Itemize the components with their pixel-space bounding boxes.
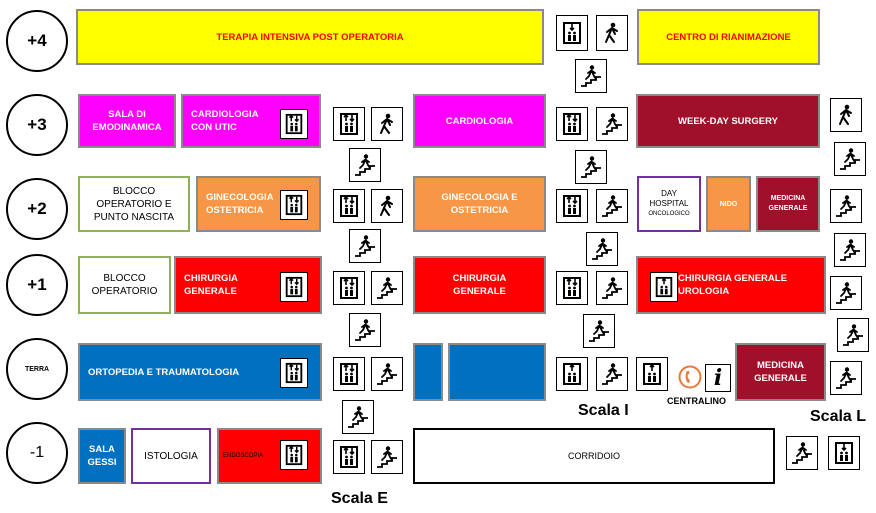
floor-badge-terra: TERRA <box>6 338 68 400</box>
floor-badge-p4: +4 <box>6 10 68 72</box>
elevator-icon <box>333 357 365 391</box>
floor-badge-p2: +2 <box>6 178 68 240</box>
stairs-icon <box>830 276 862 310</box>
label-scala-i: Scala I <box>578 402 629 419</box>
stairs-icon <box>834 233 866 267</box>
stairs-icon <box>349 229 381 263</box>
elevator-icon <box>556 271 588 305</box>
label-centralino: CENTRALINO <box>667 396 726 406</box>
dept-sala-emodinamica: SALA DI EMODINAMICA <box>78 94 176 148</box>
elevator-icon <box>333 189 365 223</box>
pedestrian-icon <box>371 107 403 141</box>
stairs-icon <box>596 271 628 305</box>
elevator-icon <box>333 440 365 474</box>
dept-blue-block-large <box>448 343 546 401</box>
stairs-icon <box>371 357 403 391</box>
info-icon: i <box>705 364 731 392</box>
dept-istologia: ISTOLOGIA <box>131 428 211 484</box>
stairs-icon <box>371 440 403 474</box>
day-hospital-sub: ONCOLOGICO <box>648 211 690 217</box>
stairs-icon <box>837 318 869 352</box>
elevator-icon <box>280 440 308 470</box>
dept-medicina-generale-p2: MEDICINA GENERALE <box>756 176 820 232</box>
floor-badge-p3: +3 <box>6 94 68 156</box>
floor-badge-m1: -1 <box>6 422 68 484</box>
stairs-icon <box>586 232 618 266</box>
dept-ginecologia-ostetricia-mid: GINECOLOGIA E OSTETRICIA <box>413 176 546 232</box>
elevator-icon <box>556 107 588 141</box>
label-scala-l: Scala L <box>810 408 867 425</box>
elevator-icon <box>280 190 308 220</box>
stairs-icon <box>834 142 866 176</box>
dept-terapia-intensiva: TERAPIA INTENSIVA POST OPERATORIA <box>76 9 544 65</box>
elevator-icon <box>828 436 860 470</box>
elevator-icon <box>280 272 308 302</box>
stairs-icon <box>786 436 818 470</box>
stairs-icon <box>349 313 381 347</box>
dept-blocco-punto-nascita: BLOCCO OPERATORIO E PUNTO NASCITA <box>78 176 190 232</box>
pedestrian-icon <box>371 189 403 223</box>
elevator-icon <box>556 357 588 391</box>
phone-icon <box>678 364 702 390</box>
dept-day-hospital: DAY HOSPITAL ONCOLOGICO <box>637 176 701 232</box>
stairs-icon <box>830 361 862 395</box>
stairs-icon <box>596 189 628 223</box>
dept-blue-block-small <box>413 343 443 401</box>
elevator-icon <box>333 107 365 141</box>
day-hospital-label: DAY HOSPITAL <box>649 189 689 208</box>
dept-cardiologia: CARDIOLOGIA <box>413 94 546 148</box>
elevator-icon <box>650 272 678 302</box>
stairs-icon <box>349 148 381 182</box>
stairs-icon <box>583 314 615 348</box>
elevator-icon <box>280 358 308 388</box>
elevator-icon <box>636 357 668 391</box>
dept-centro-rianimazione: CENTRO DI RIANIMAZIONE <box>637 9 820 65</box>
label-scala-e: Scala E <box>331 490 388 507</box>
stairs-icon <box>575 150 607 184</box>
elevator-icon <box>280 109 308 139</box>
dept-blocco-operatorio: BLOCCO OPERATORIO <box>78 256 171 314</box>
stairs-icon <box>342 400 374 434</box>
elevator-icon <box>333 271 365 305</box>
stairs-icon <box>575 59 607 93</box>
stairs-icon <box>830 189 862 223</box>
elevator-icon <box>556 189 588 223</box>
dept-sala-gessi: SALA GESSI <box>78 428 126 484</box>
stairs-icon <box>596 107 628 141</box>
stairs-icon <box>371 271 403 305</box>
stairs-icon <box>596 357 628 391</box>
elevator-icon <box>556 15 588 51</box>
dept-chirurgia-generale-mid: CHIRURGIA GENERALE <box>413 256 546 314</box>
dept-week-day-surgery: WEEK-DAY SURGERY <box>636 94 820 148</box>
dept-corridoio: CORRIDOIO <box>413 428 775 484</box>
dept-nido: NIDO <box>706 176 751 232</box>
floor-badge-p1: +1 <box>6 254 68 316</box>
pedestrian-icon <box>596 15 628 51</box>
pedestrian-icon <box>830 98 862 132</box>
dept-medicina-generale-terra: MEDICINA GENERALE <box>735 343 826 401</box>
